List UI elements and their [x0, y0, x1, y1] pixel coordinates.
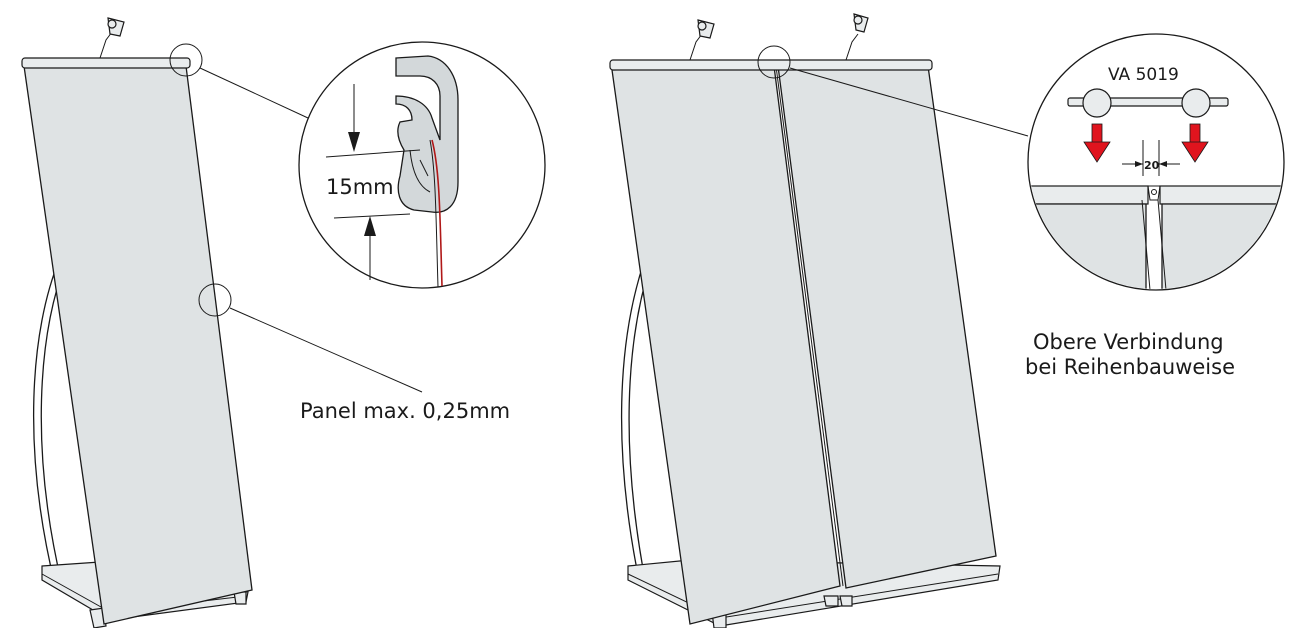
connector-detail-marker: [757, 45, 791, 79]
spot-lamp-icon: [845, 13, 869, 61]
hook-dimension-label: 15mm: [326, 175, 394, 199]
double-banner-stand: [609, 13, 1029, 628]
spot-lamp-icon: [689, 19, 715, 61]
back-support-pole-right: [620, 261, 645, 586]
hook-detail-marker: [169, 43, 203, 77]
hook-profile: [395, 55, 459, 213]
connector-code-label: VA 5019: [1108, 65, 1179, 85]
caption-line-2: bei Reihenbauweise: [1025, 355, 1235, 379]
gap-dimension-label: 20: [1144, 159, 1160, 172]
top-rail-right: [609, 59, 933, 71]
back-support-pole: [33, 257, 61, 586]
single-banner-stand: [21, 17, 423, 628]
banner-panel: [23, 65, 253, 625]
panel-thickness-label: Panel max. 0,25mm: [300, 399, 510, 423]
panel-cable: [431, 139, 443, 287]
connector-detail-view: VA 5019 20: [1027, 33, 1285, 291]
down-arrow-icon: [1083, 123, 1111, 163]
hook-detail-view: 15mm: [298, 41, 546, 289]
spot-lamp-icon: [99, 17, 125, 59]
caption-line-1: Obere Verbindung: [1033, 330, 1224, 354]
down-arrow-icon: [1181, 123, 1209, 163]
top-rail: [21, 57, 191, 69]
panel-detail-marker: [198, 283, 232, 317]
